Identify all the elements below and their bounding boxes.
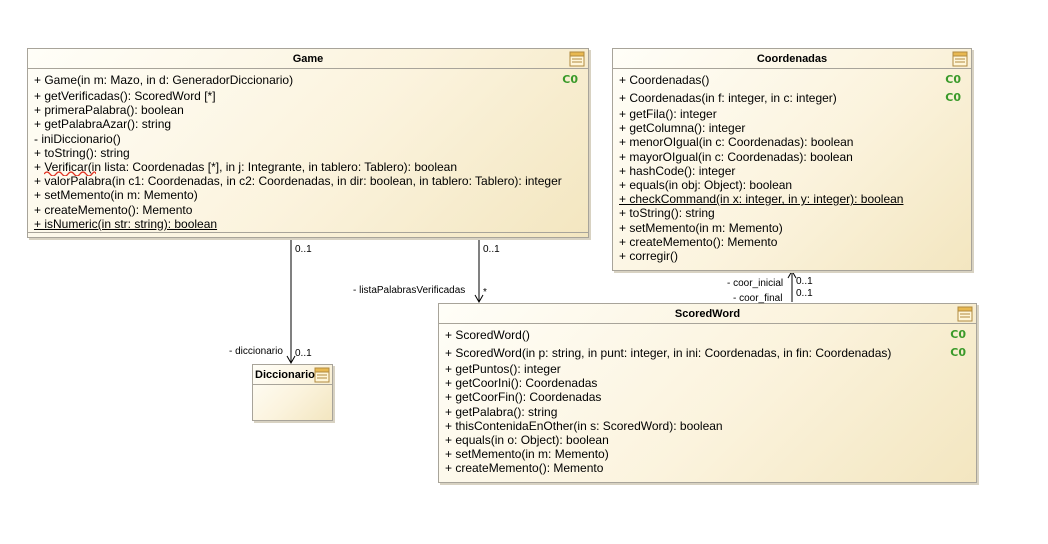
role-label: - diccionario: [229, 346, 283, 357]
static-operation[interactable]: + checkCommand(in x: integer, in y: inte…: [619, 192, 904, 207]
game-diccionario-arrowhead: [286, 355, 296, 365]
class-separator: [28, 68, 588, 69]
constructor[interactable]: + Coordenadas(): [619, 73, 710, 87]
constructor[interactable]: + Coordenadas(in f: integer, in c: integ…: [619, 91, 837, 105]
class-icon: [569, 51, 585, 67]
constructor[interactable]: + ScoredWord(in p: string, in punt: inte…: [445, 346, 892, 360]
class-icon: [314, 367, 330, 383]
operation[interactable]: + equals(in o: Object): boolean: [445, 432, 609, 447]
operation-verificar[interactable]: + Verificar(in lista: Coordenadas [*], i…: [34, 159, 458, 174]
operation[interactable]: + primeraPalabra(): boolean: [34, 103, 184, 118]
operation[interactable]: + getCoorIni(): Coordenadas: [445, 376, 598, 391]
operations-list: + Game(in m: Mazo, in d: GeneradorDiccio…: [34, 71, 584, 231]
operation[interactable]: + getFila(): integer: [619, 107, 717, 121]
role-label: - coor_inicial: [727, 278, 784, 289]
constructor-badge: C0: [950, 328, 966, 341]
operation[interactable]: + mayorOIgual(in c: Coordenadas): boolea…: [619, 149, 853, 164]
multiplicity-label: 0..1: [295, 348, 312, 359]
constructor[interactable]: + Game(in m: Mazo, in d: GeneradorDiccio…: [34, 73, 294, 87]
operation[interactable]: + setMemento(in m: Memento): [34, 188, 198, 203]
multiplicity-label: *: [483, 287, 487, 298]
class-game[interactable]: Game C0 + Game(in m: Mazo, in d: Generad…: [27, 48, 589, 238]
class-title: ScoredWord: [674, 308, 741, 320]
class-title: Coordenadas: [756, 53, 828, 65]
class-separator: [439, 323, 976, 324]
operation[interactable]: + toString(): string: [619, 206, 715, 221]
class-diccionario[interactable]: Diccionario: [252, 364, 333, 421]
operation[interactable]: + equals(in obj: Object): boolean: [619, 177, 793, 192]
class-title: Game: [292, 53, 324, 65]
multiplicity-label: 0..1: [796, 276, 813, 287]
constructor-badge: C0: [945, 91, 961, 104]
operation[interactable]: + getPalabra(): string: [445, 404, 558, 419]
operation[interactable]: + toString(): string: [34, 145, 130, 160]
operation[interactable]: + thisContenidaEnOther(in s: ScoredWord)…: [445, 418, 723, 433]
spell-error-squiggle: [44, 171, 96, 176]
constructor[interactable]: + ScoredWord(): [445, 328, 530, 342]
multiplicity-label: 0..1: [483, 244, 500, 255]
class-icon: [957, 306, 973, 322]
class-scoredword[interactable]: ScoredWord C0 C0 + ScoredWord() + Scored…: [438, 303, 977, 483]
constructor-badge: C0: [950, 346, 966, 359]
multiplicity-label: 0..1: [796, 288, 813, 299]
multiplicity-label: 0..1: [295, 244, 312, 255]
operation[interactable]: + getColumna(): integer: [619, 121, 746, 136]
operation[interactable]: + getCoorFin(): Coordenadas: [445, 390, 602, 405]
role-label: - listaPalabrasVerificadas: [353, 285, 466, 296]
operation[interactable]: + getPalabraAzar(): string: [34, 117, 172, 132]
operation[interactable]: + createMemento(): Memento: [34, 202, 193, 217]
class-separator: [28, 232, 588, 233]
operation[interactable]: + getVerificadas(): ScoredWord [*]: [34, 89, 216, 103]
operations-list: + ScoredWord() + ScoredWord(in p: string…: [445, 326, 972, 476]
operation[interactable]: + getPuntos(): integer: [445, 362, 561, 376]
class-coordenadas[interactable]: Coordenadas C0 C0 + Coordenadas() + Coor…: [612, 48, 972, 271]
class-separator: [253, 384, 332, 385]
class-separator: [613, 68, 971, 69]
constructor-badge: C0: [945, 73, 961, 86]
constructor-badge: C0: [562, 73, 578, 86]
role-label: - coor_final: [733, 293, 783, 304]
operation[interactable]: + setMemento(in m: Memento): [445, 447, 609, 462]
operation[interactable]: - iniDiccionario(): [34, 131, 121, 146]
scoredword-coordenadas-arrowhead: [787, 269, 797, 279]
static-operation[interactable]: + isNumeric(in str: string): boolean: [34, 216, 218, 231]
operation[interactable]: + createMemento(): Memento: [619, 234, 778, 249]
operation[interactable]: + hashCode(): integer: [619, 163, 736, 178]
operations-list: + Coordenadas() + Coordenadas(in f: inte…: [619, 71, 967, 263]
operation[interactable]: + valorPalabra(in c1: Coordenadas, in c2…: [34, 174, 562, 189]
operation[interactable]: + menorOIgual(in c: Coordenadas): boolea…: [619, 135, 854, 150]
game-scoredword-arrowhead: [474, 294, 484, 304]
class-icon: [952, 51, 968, 67]
operation[interactable]: + corregir(): [619, 248, 679, 263]
operation[interactable]: + createMemento(): Memento: [445, 461, 604, 476]
class-title: Diccionario: [255, 369, 315, 381]
operation[interactable]: + setMemento(in m: Memento): [619, 220, 783, 235]
